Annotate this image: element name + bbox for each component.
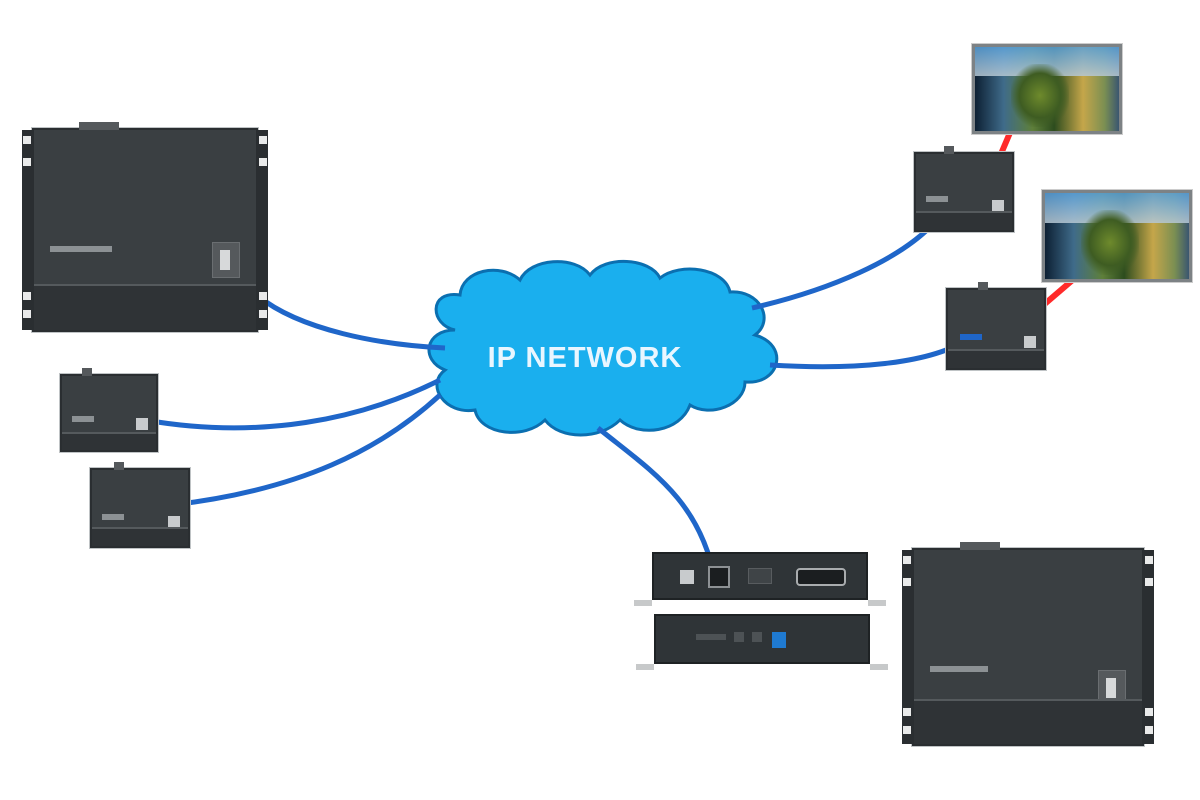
device-label (72, 416, 94, 422)
indicator-icon (696, 634, 726, 640)
device-base (92, 527, 188, 546)
connector (944, 146, 954, 154)
ethernet-port-icon (136, 418, 148, 430)
cloud-label: IP NETWORK (487, 342, 683, 374)
rack-ear (636, 664, 654, 670)
indicator-icon (752, 632, 762, 642)
device-base (916, 211, 1012, 230)
encoder-small-2 (90, 462, 190, 548)
connector (114, 462, 124, 470)
rack-ear (870, 664, 888, 670)
mount-flange-left (22, 130, 32, 330)
ethernet-port-icon (992, 200, 1004, 212)
device-label (960, 334, 982, 340)
device-label (926, 196, 948, 202)
mount-flange-right (1144, 550, 1154, 744)
vga-connector (79, 122, 119, 130)
cable-encoder-large-to-cloud (256, 294, 446, 351)
encoder-large-bottom-right (902, 542, 1154, 746)
mount-flange-right (258, 130, 268, 330)
cable-encoder-small-1-to-cloud (144, 377, 442, 431)
port-icon (748, 568, 772, 584)
encoder-small-1 (60, 368, 158, 452)
rack-panel-front (634, 552, 886, 606)
ethernet-port-icon (1024, 336, 1036, 348)
usb-port-icon (680, 570, 694, 584)
device-base (62, 431, 156, 450)
rack-ear (634, 600, 652, 606)
rack-ear (868, 600, 886, 606)
cable-cloud-to-decoder-1 (751, 220, 937, 311)
ethernet-port-icon (168, 516, 180, 528)
ethernet-port-icon (708, 566, 730, 588)
dip-switch-icon (772, 632, 786, 648)
device-base (948, 348, 1044, 368)
indicator-icon (734, 632, 744, 642)
vga-port-icon (796, 568, 846, 586)
brand-logo-icon (212, 242, 240, 278)
cable-cloud-to-decoder-2 (769, 335, 972, 370)
decoder-small-1 (914, 146, 1014, 232)
device-base (34, 284, 256, 330)
mount-flange-left (902, 550, 912, 744)
cable-encoder-small-2-to-cloud (171, 393, 442, 508)
display-1 (972, 44, 1122, 134)
vga-connector (960, 542, 1000, 550)
rack-panel-rear (636, 614, 888, 670)
connector (978, 282, 988, 290)
device-label (102, 514, 124, 520)
decoder-small-2 (946, 282, 1046, 370)
encoder-large-top-left (22, 122, 268, 332)
device-label (930, 666, 988, 672)
device-label (50, 246, 112, 252)
device-base (914, 699, 1142, 744)
connector (82, 368, 92, 376)
display-2 (1042, 190, 1192, 282)
